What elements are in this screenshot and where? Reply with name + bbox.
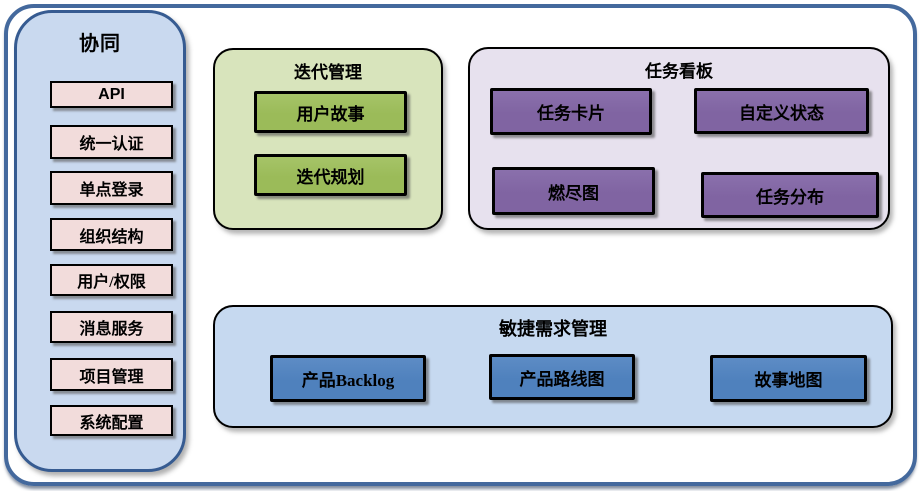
outer-frame bbox=[4, 4, 917, 486]
box-iteration-planning: 迭代规划 bbox=[254, 154, 407, 196]
section-agile-requirements: 敏捷需求管理 产品Backlog 产品路线图 故事地图 bbox=[213, 305, 893, 428]
box-story-map: 故事地图 bbox=[710, 355, 867, 402]
sidebar-item-system-config: 系统配置 bbox=[50, 405, 173, 436]
section-iteration-management: 迭代管理 用户故事 迭代规划 bbox=[213, 48, 443, 230]
sidebar-panel-collaboration: 协同 API 统一认证 单点登录 组织结构 用户/权限 消息服务 项目管理 系统… bbox=[14, 10, 186, 472]
sidebar-item-unified-auth: 统一认证 bbox=[50, 125, 173, 159]
sidebar-item-sso: 单点登录 bbox=[50, 171, 173, 205]
section-task-board: 任务看板 任务卡片 自定义状态 燃尽图 任务分布 bbox=[468, 47, 890, 230]
sidebar-item-project-management: 项目管理 bbox=[50, 358, 173, 391]
box-product-backlog: 产品Backlog bbox=[270, 355, 426, 402]
sidebar-item-message-service: 消息服务 bbox=[50, 311, 173, 343]
box-product-roadmap: 产品路线图 bbox=[489, 354, 635, 400]
sidebar-item-user-permission: 用户/权限 bbox=[50, 264, 173, 296]
box-task-distribution: 任务分布 bbox=[701, 172, 879, 218]
sidebar-title: 协同 bbox=[79, 33, 121, 55]
box-user-story: 用户故事 bbox=[254, 91, 407, 133]
box-task-card: 任务卡片 bbox=[490, 88, 652, 135]
sidebar-item-api: API bbox=[50, 81, 173, 108]
section-title-taskboard: 任务看板 bbox=[645, 62, 713, 81]
section-title-iteration: 迭代管理 bbox=[294, 63, 362, 82]
box-custom-status: 自定义状态 bbox=[694, 88, 869, 134]
box-burndown-chart: 燃尽图 bbox=[492, 167, 655, 215]
section-title-requirements: 敏捷需求管理 bbox=[499, 319, 607, 339]
sidebar-items: API 统一认证 单点登录 组织结构 用户/权限 消息服务 项目管理 系统配置 bbox=[17, 13, 183, 469]
sidebar-item-org-structure: 组织结构 bbox=[50, 218, 173, 251]
